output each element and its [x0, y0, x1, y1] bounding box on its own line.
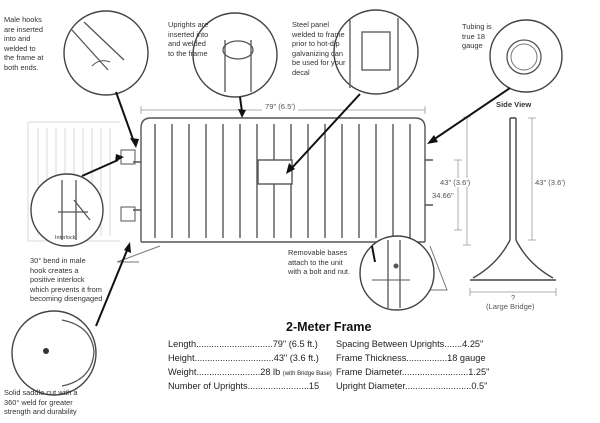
- spec-value: 79" (6.5 ft.): [272, 339, 318, 349]
- detail-circle-bend: [30, 173, 104, 247]
- spec-label: Frame Diameter: [336, 367, 402, 377]
- spec-frame-diameter: Frame Diameter..........................…: [336, 367, 490, 377]
- interlock-label: Interlock: [55, 235, 76, 241]
- spec-note: (with Bridge Base): [282, 371, 332, 377]
- spec-value: 43" (3.6 ft.): [273, 353, 319, 363]
- side-view-base-label: ?: [511, 293, 516, 302]
- inner-height-dimension: [454, 159, 462, 231]
- callout-saddle: Solid saddle cut with a 360° weld for gr…: [4, 388, 78, 417]
- spec-upright-diameter: Upright Diameter........................…: [336, 381, 488, 391]
- spec-value: 15: [308, 381, 320, 391]
- spec-value: 4.25": [462, 339, 484, 349]
- side-view-title: Side View: [496, 100, 532, 109]
- spec-label: Height: [168, 353, 195, 363]
- detail-circle-male-hooks: [63, 10, 149, 96]
- spec-uprights: Number of Uprights......................…: [168, 381, 320, 391]
- overall-height-label: 43" (3.6'): [440, 178, 471, 187]
- detail-circle-uprights: [192, 12, 278, 98]
- detail-circle-bases: [359, 235, 435, 311]
- side-view-base-dimension: [469, 288, 557, 296]
- spec-label: Frame Thickness: [336, 353, 407, 363]
- callout-uprights: Uprights are inserted into and welded to…: [168, 20, 209, 58]
- callout-male-hooks: Male hooks are inserted into and welded …: [4, 15, 44, 72]
- spec-length: Length..............................79" …: [168, 339, 318, 349]
- detail-circle-saddle: [11, 310, 97, 396]
- side-view-height-dimension: [528, 117, 536, 241]
- callout-bases: Removable bases attach to the unit with …: [288, 248, 351, 277]
- detail-circle-tubing: [489, 19, 563, 93]
- spec-value: 0.5": [471, 381, 488, 391]
- spec-frame-thickness: Frame Thickness................18 gauge: [336, 353, 486, 363]
- callout-arrows: [81, 87, 511, 327]
- spec-weight: Weight.........................28 lb (wi…: [168, 367, 332, 377]
- callout-tubing: Tubing is true 18 gauge: [462, 22, 492, 51]
- detail-circle-steel-panel: [333, 9, 419, 95]
- spec-value: 1.25": [468, 367, 490, 377]
- side-view-height-label: 43" (3.6'): [535, 178, 566, 187]
- side-view-drawing: [470, 117, 556, 281]
- inner-height-label: 34.66": [432, 191, 454, 200]
- callout-steel-panel: Steel panel welded to frame prior to hot…: [292, 20, 346, 77]
- specs-title: 2-Meter Frame: [286, 320, 372, 334]
- spec-label: Number of Uprights: [168, 381, 248, 391]
- spec-label: Upright Diameter: [336, 381, 405, 391]
- spec-spacing: Spacing Between Uprights.......4.25": [336, 339, 484, 349]
- spec-height: Height...............................43"…: [168, 353, 319, 363]
- spec-label: Spacing Between Uprights: [336, 339, 445, 349]
- spec-value: 18 gauge: [447, 353, 486, 363]
- side-view-base-note: (Large Bridge): [486, 302, 535, 311]
- spec-label: Weight: [168, 367, 197, 377]
- hook-detail: [120, 149, 136, 222]
- spec-value: 28 lb: [260, 367, 281, 377]
- length-dimension-label: 79" (6.5'): [262, 102, 299, 111]
- callout-bend: 30° bend in male hook creates a positive…: [30, 256, 103, 304]
- spec-label: Length: [168, 339, 197, 349]
- arrow-heads: [115, 109, 438, 253]
- decal-panel: [257, 159, 293, 185]
